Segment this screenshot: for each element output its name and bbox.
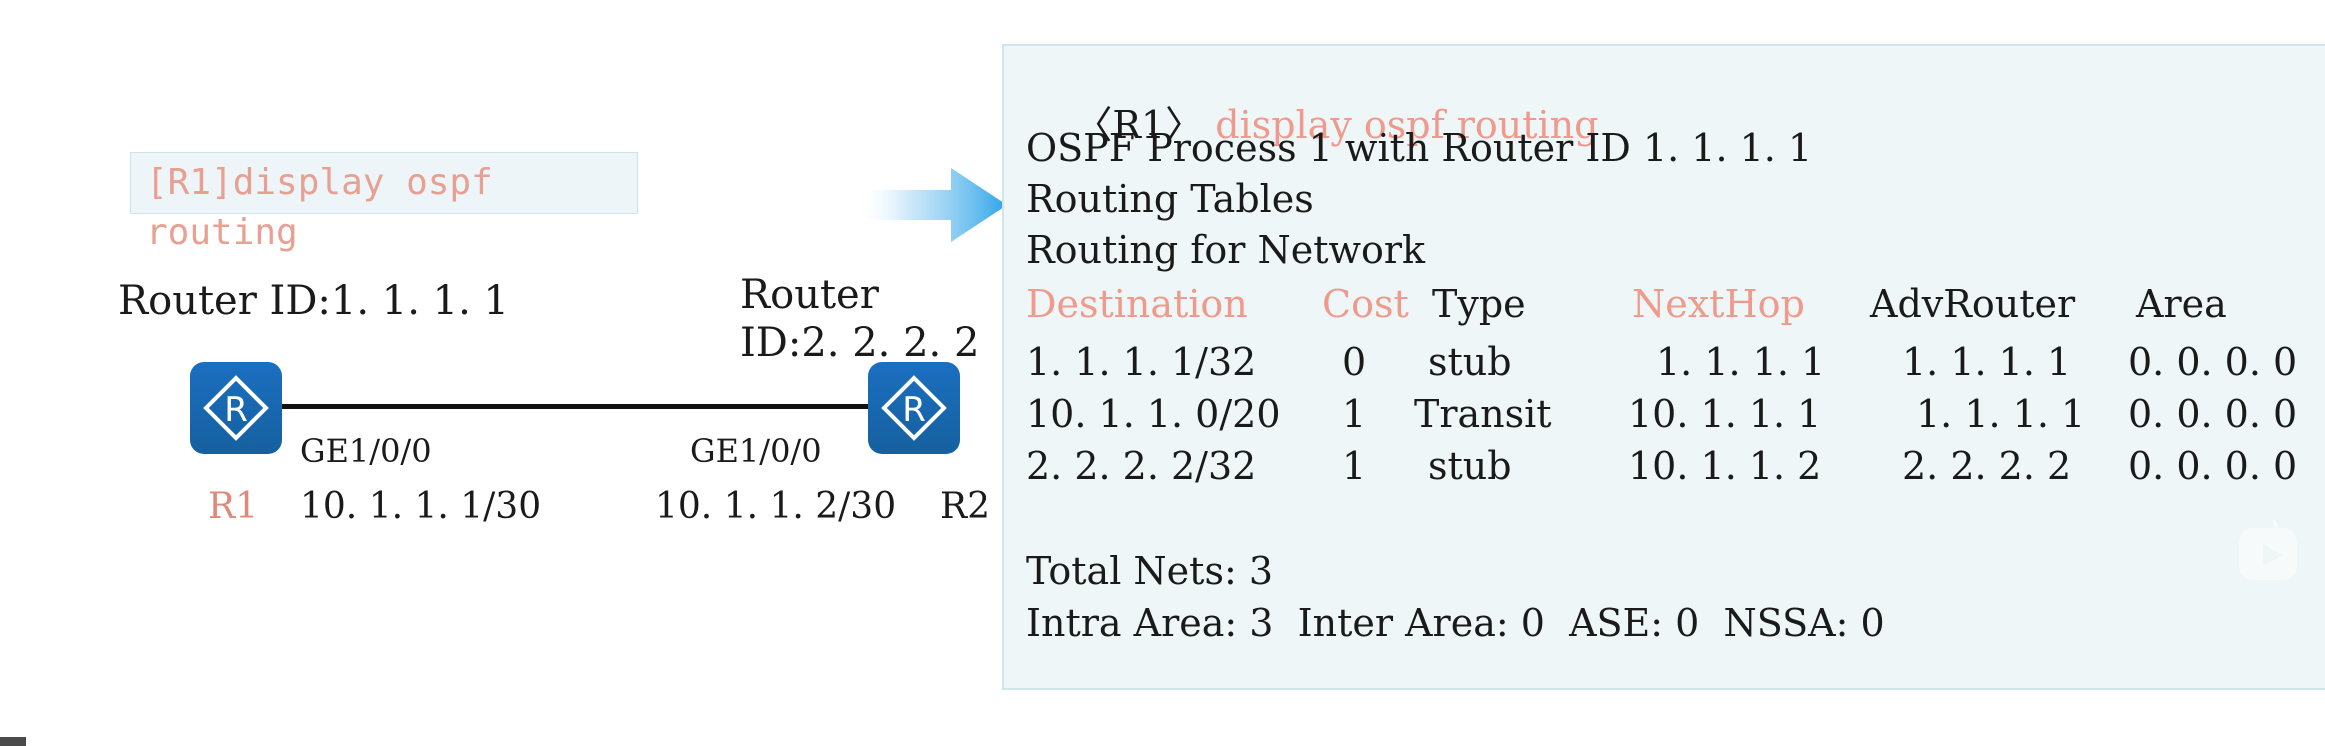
router-icon-r2[interactable]: R <box>868 362 960 454</box>
cell-nexthop: 1. 1. 1. 1 <box>1656 340 1826 384</box>
column-header-type: Type <box>1432 282 1526 326</box>
left-router-name-label: R1 <box>208 486 259 527</box>
right-router-id-label-line1: Router <box>740 272 879 318</box>
ethernet-link-line <box>282 404 872 409</box>
cell-destination: 1. 1. 1. 1/32 <box>1026 340 1257 384</box>
cell-area: 0. 0. 0. 0 <box>2128 340 2298 384</box>
cell-advrouter: 2. 2. 2. 2 <box>1902 444 2072 488</box>
cell-cost: 1 <box>1342 392 1367 436</box>
terminal-output-panel: 〈R1〉 display ospf routing OSPF Process 1… <box>1002 44 2325 690</box>
svg-text:R: R <box>902 390 926 430</box>
arrow-right-icon <box>855 168 1007 242</box>
cell-cost: 0 <box>1342 340 1367 384</box>
column-header-destination: Destination <box>1026 282 1248 326</box>
terminal-header-line-2: Routing for Network <box>1026 228 1426 272</box>
cell-type: stub <box>1428 340 1512 384</box>
command-callout-line2: routing <box>146 212 298 253</box>
table-row: 10. 1. 1. 0/20 1 Transit 10. 1. 1. 1 1. … <box>1004 392 2325 436</box>
cell-cost: 1 <box>1342 444 1367 488</box>
table-row: 1. 1. 1. 1/32 0 stub 1. 1. 1. 1 1. 1. 1.… <box>1004 340 2325 384</box>
cell-nexthop: 10. 1. 1. 1 <box>1628 392 1822 436</box>
svg-text:R: R <box>224 390 248 430</box>
watermark-logo-icon <box>2239 520 2297 580</box>
table-row: 2. 2. 2. 2/32 1 stub 10. 1. 1. 2 2. 2. 2… <box>1004 444 2325 488</box>
terminal-header-line-0: OSPF Process 1 with Router ID 1. 1. 1. 1 <box>1026 126 1813 170</box>
terminal-prompt-line: 〈R1〉 display ospf routing <box>1026 68 1598 182</box>
router-icon: R <box>881 375 947 441</box>
cell-advrouter: 1. 1. 1. 1 <box>1902 340 2072 384</box>
routing-table-header-row: Destination Cost Type NextHop AdvRouter … <box>1004 282 2325 326</box>
column-header-area: Area <box>2136 282 2227 326</box>
left-interface-label: GE1/0/0 <box>300 432 432 470</box>
right-router-name-label: R2 <box>940 486 991 527</box>
cell-type: Transit <box>1414 392 1552 436</box>
cell-destination: 10. 1. 1. 0/20 <box>1026 392 1281 436</box>
right-interface-label: GE1/0/0 <box>690 432 822 470</box>
terminal-command: display ospf routing <box>1215 103 1599 147</box>
column-header-nexthop: NextHop <box>1632 282 1805 326</box>
summary-areas: Intra Area: 3 Inter Area: 0 ASE: 0 NSSA:… <box>1026 601 1885 645</box>
column-header-cost: Cost <box>1322 282 1409 326</box>
cell-area: 0. 0. 0. 0 <box>2128 392 2298 436</box>
right-router-id-label-line2: ID:2. 2. 2. 2 <box>740 320 980 366</box>
cell-nexthop: 10. 1. 1. 2 <box>1628 444 1822 488</box>
command-callout-line1: [R1]display ospf <box>146 162 493 203</box>
terminal-header-line-1: Routing Tables <box>1026 177 1314 221</box>
right-ip-label: 10. 1. 1. 2/30 <box>655 486 897 527</box>
terminal-prompt: 〈R1〉 <box>1074 103 1204 147</box>
router-icon-r1[interactable]: R <box>190 362 282 454</box>
cell-destination: 2. 2. 2. 2/32 <box>1026 444 1257 488</box>
cell-area: 0. 0. 0. 0 <box>2128 444 2298 488</box>
command-callout-box <box>130 152 638 214</box>
bottom-left-corner-marker <box>0 737 26 746</box>
cell-type: stub <box>1428 444 1512 488</box>
network-diagram: [R1]display ospf routing Router ID:1. 1.… <box>0 0 1010 746</box>
router-icon: R <box>203 375 269 441</box>
left-ip-label: 10. 1. 1. 1/30 <box>300 486 542 527</box>
column-header-advrouter: AdvRouter <box>1870 282 2076 326</box>
left-router-id-label: Router ID:1. 1. 1. 1 <box>118 278 509 324</box>
summary-total-nets: Total Nets: 3 <box>1026 549 1273 593</box>
cell-advrouter: 1. 1. 1. 1 <box>1916 392 2086 436</box>
